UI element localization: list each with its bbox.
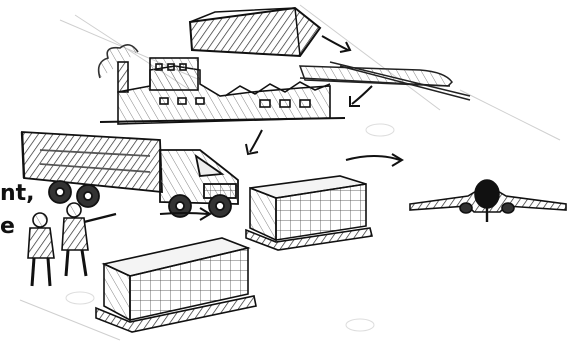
cropped-text-line-2: e xyxy=(0,216,15,238)
cropped-text-line-1: nt, xyxy=(0,183,35,205)
arrow-train-to-factory xyxy=(350,86,372,106)
workers-sketch xyxy=(28,203,116,286)
truck-sketch xyxy=(22,132,238,217)
pallet-boxes-right xyxy=(246,176,372,250)
airplane-sketch xyxy=(410,180,566,222)
pallet-boxes-front xyxy=(96,238,256,332)
shipping-container-sketch xyxy=(190,8,320,56)
factory-sketch xyxy=(99,45,345,124)
arrow-factory-to-truck xyxy=(246,130,262,154)
arrow-container-to-train xyxy=(322,36,350,52)
arrow-to-airplane xyxy=(346,154,402,166)
